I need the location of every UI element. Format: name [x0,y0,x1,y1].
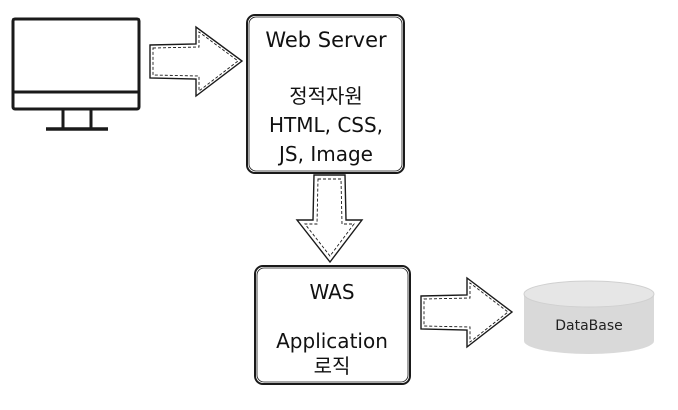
arrow-webserver-to-was [295,174,364,264]
was-box: WAS Application 로직 [254,265,411,385]
web-server-line1: 정적자원 [289,84,363,108]
web-server-box: Web Server 정적자원 HTML, CSS, JS, Image [246,14,405,174]
web-server-line2: HTML, CSS, [269,113,383,137]
was-line1: Application [276,329,388,353]
was-line2: 로직 [314,354,351,378]
web-server-title: Web Server [265,28,387,52]
web-server-line3: JS, Image [277,142,373,166]
was-title: WAS [309,280,354,304]
arrow-was-to-database [420,276,514,349]
client-monitor-icon [11,17,141,131]
database-cylinder-icon: DataBase [523,280,655,354]
arrow-client-to-webserver [149,25,244,98]
database-label: DataBase [555,318,623,334]
